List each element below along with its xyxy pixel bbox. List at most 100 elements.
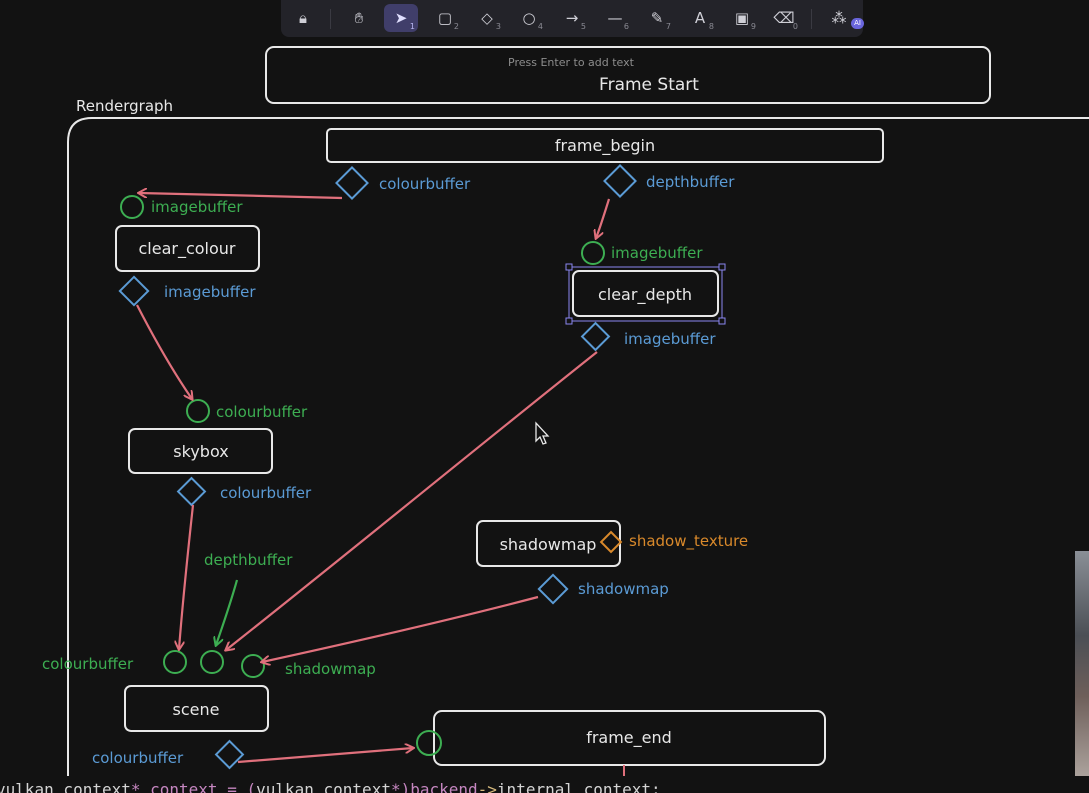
port-label: imagebuffer bbox=[611, 244, 703, 262]
rectangle-tool-icon[interactable]: ▢2 bbox=[428, 4, 462, 32]
port-out-diamond[interactable] bbox=[537, 573, 569, 605]
ellipse-glyph: ○ bbox=[522, 9, 536, 27]
connection-arrow[interactable] bbox=[237, 748, 413, 764]
port-label: depthbuffer bbox=[646, 173, 735, 191]
shortcut-key: 8 bbox=[708, 22, 714, 31]
port-in-circle[interactable] bbox=[200, 650, 224, 674]
connection-arrow[interactable] bbox=[226, 351, 598, 650]
shortcut-key: 7 bbox=[665, 22, 671, 31]
arrow-tool-icon[interactable]: →5 bbox=[555, 4, 589, 32]
port-out-diamond[interactable] bbox=[335, 166, 369, 200]
text-glyph: A bbox=[694, 9, 706, 27]
port-out-diamond[interactable] bbox=[118, 275, 150, 307]
node-frame-end-label: frame_end bbox=[586, 728, 672, 748]
frame-start-label: Frame Start bbox=[599, 75, 699, 95]
port-label: shadowmap bbox=[578, 580, 669, 598]
node-clear-depth[interactable] bbox=[572, 270, 719, 317]
port-label: depthbuffer bbox=[204, 551, 293, 569]
port-in-circle[interactable] bbox=[416, 730, 442, 756]
port-out-diamond[interactable] bbox=[603, 164, 637, 198]
port-out-diamond[interactable] bbox=[214, 739, 245, 770]
code-segment: * context = ( bbox=[130, 780, 257, 793]
select-tool-icon[interactable]: ➤1 bbox=[384, 4, 418, 32]
port-out-diamond[interactable] bbox=[176, 476, 207, 507]
code-type: vulkan_context bbox=[256, 780, 391, 793]
node-scene[interactable] bbox=[124, 685, 269, 732]
port-label: colourbuffer bbox=[220, 484, 312, 502]
port-in-circle[interactable] bbox=[120, 195, 144, 219]
frame-start-hint: Press Enter to add text bbox=[508, 56, 635, 69]
pencil-glyph: ✎ bbox=[650, 9, 664, 27]
shortcut-key: 3 bbox=[495, 22, 501, 31]
line-glyph: — bbox=[607, 9, 623, 27]
webcam-overlay bbox=[1075, 551, 1089, 793]
connection-arrow[interactable] bbox=[216, 579, 239, 645]
port-label: imagebuffer bbox=[164, 283, 256, 301]
connection-arrow[interactable] bbox=[262, 595, 539, 662]
shortcut-key: 9 bbox=[750, 22, 756, 31]
port-label: imagebuffer bbox=[624, 330, 716, 348]
resize-handle[interactable] bbox=[565, 317, 573, 325]
code-operator: -> bbox=[477, 780, 497, 793]
mouse-cursor-icon bbox=[535, 421, 550, 445]
pencil-tool-icon[interactable]: ✎7 bbox=[640, 4, 674, 32]
port-label: shadow_texture bbox=[629, 532, 748, 551]
connection-arrow[interactable] bbox=[596, 198, 611, 238]
port-out-diamond[interactable] bbox=[580, 321, 611, 352]
lock-glyph: 🔒︎ bbox=[299, 9, 307, 27]
lock-icon[interactable]: 🔒︎ bbox=[286, 4, 320, 32]
hand-glyph: ✋︎ bbox=[354, 9, 364, 27]
shortcut-key: 5 bbox=[580, 22, 586, 31]
code-editor-line: vulkan_context* context = (vulkan_contex… bbox=[0, 776, 1089, 793]
diamond-glyph: ◇ bbox=[481, 9, 493, 27]
connection-arrow[interactable] bbox=[139, 193, 343, 200]
connection-arrow[interactable] bbox=[136, 304, 192, 399]
node-clear-depth-label: clear_depth bbox=[598, 285, 692, 305]
node-clear-colour[interactable] bbox=[115, 225, 260, 272]
port-in-circle[interactable] bbox=[163, 650, 187, 674]
node-shadowmap-label: shadowmap bbox=[500, 535, 597, 554]
port-label: colourbuffer bbox=[379, 175, 471, 193]
rendergraph-container[interactable] bbox=[67, 117, 1089, 776]
port-label: shadowmap bbox=[285, 660, 376, 678]
rectangle-glyph: ▢ bbox=[437, 9, 453, 27]
connection-arrow[interactable] bbox=[179, 504, 195, 649]
node-clear-colour-label: clear_colour bbox=[138, 239, 235, 259]
image-tool-icon[interactable]: ▣9 bbox=[725, 4, 759, 32]
image-glyph: ▣ bbox=[734, 9, 750, 27]
arrow-glyph: → bbox=[565, 9, 579, 27]
toolbar-divider bbox=[811, 9, 812, 29]
resize-handle[interactable] bbox=[718, 263, 726, 271]
port-in-circle[interactable] bbox=[186, 399, 210, 423]
node-frame-begin[interactable] bbox=[326, 128, 884, 163]
eraser-tool-icon[interactable]: ⌫0 bbox=[767, 4, 801, 32]
shortcut-key: 1 bbox=[409, 22, 415, 31]
port-label: colourbuffer bbox=[92, 749, 184, 767]
selection-box bbox=[568, 266, 723, 322]
code-segment: internal_context; bbox=[496, 780, 661, 793]
shortcut-key: 4 bbox=[537, 22, 543, 31]
diamond-tool-icon[interactable]: ◇3 bbox=[470, 4, 504, 32]
hand-icon[interactable]: ✋︎ bbox=[342, 4, 376, 32]
code-segment: *)backend bbox=[390, 780, 478, 793]
port-in-circle[interactable] bbox=[241, 654, 265, 678]
resize-handle[interactable] bbox=[565, 263, 573, 271]
library-icon[interactable]: ⁂AI bbox=[822, 4, 864, 32]
shortcut-key: 6 bbox=[623, 22, 629, 31]
port-label: colourbuffer bbox=[42, 655, 134, 673]
node-skybox[interactable] bbox=[128, 428, 273, 474]
ellipse-tool-icon[interactable]: ○4 bbox=[512, 4, 546, 32]
node-frame-end[interactable] bbox=[433, 710, 826, 766]
port-texture-diamond[interactable] bbox=[599, 530, 623, 554]
resize-handle[interactable] bbox=[718, 317, 726, 325]
port-label: imagebuffer bbox=[151, 198, 243, 216]
node-scene-label: scene bbox=[173, 700, 220, 719]
toolbar-divider bbox=[330, 9, 331, 29]
frame-start-box[interactable] bbox=[265, 46, 991, 104]
line-tool-icon[interactable]: —6 bbox=[598, 4, 632, 32]
port-in-circle[interactable] bbox=[581, 241, 605, 265]
shortcut-key: 2 bbox=[453, 22, 459, 31]
